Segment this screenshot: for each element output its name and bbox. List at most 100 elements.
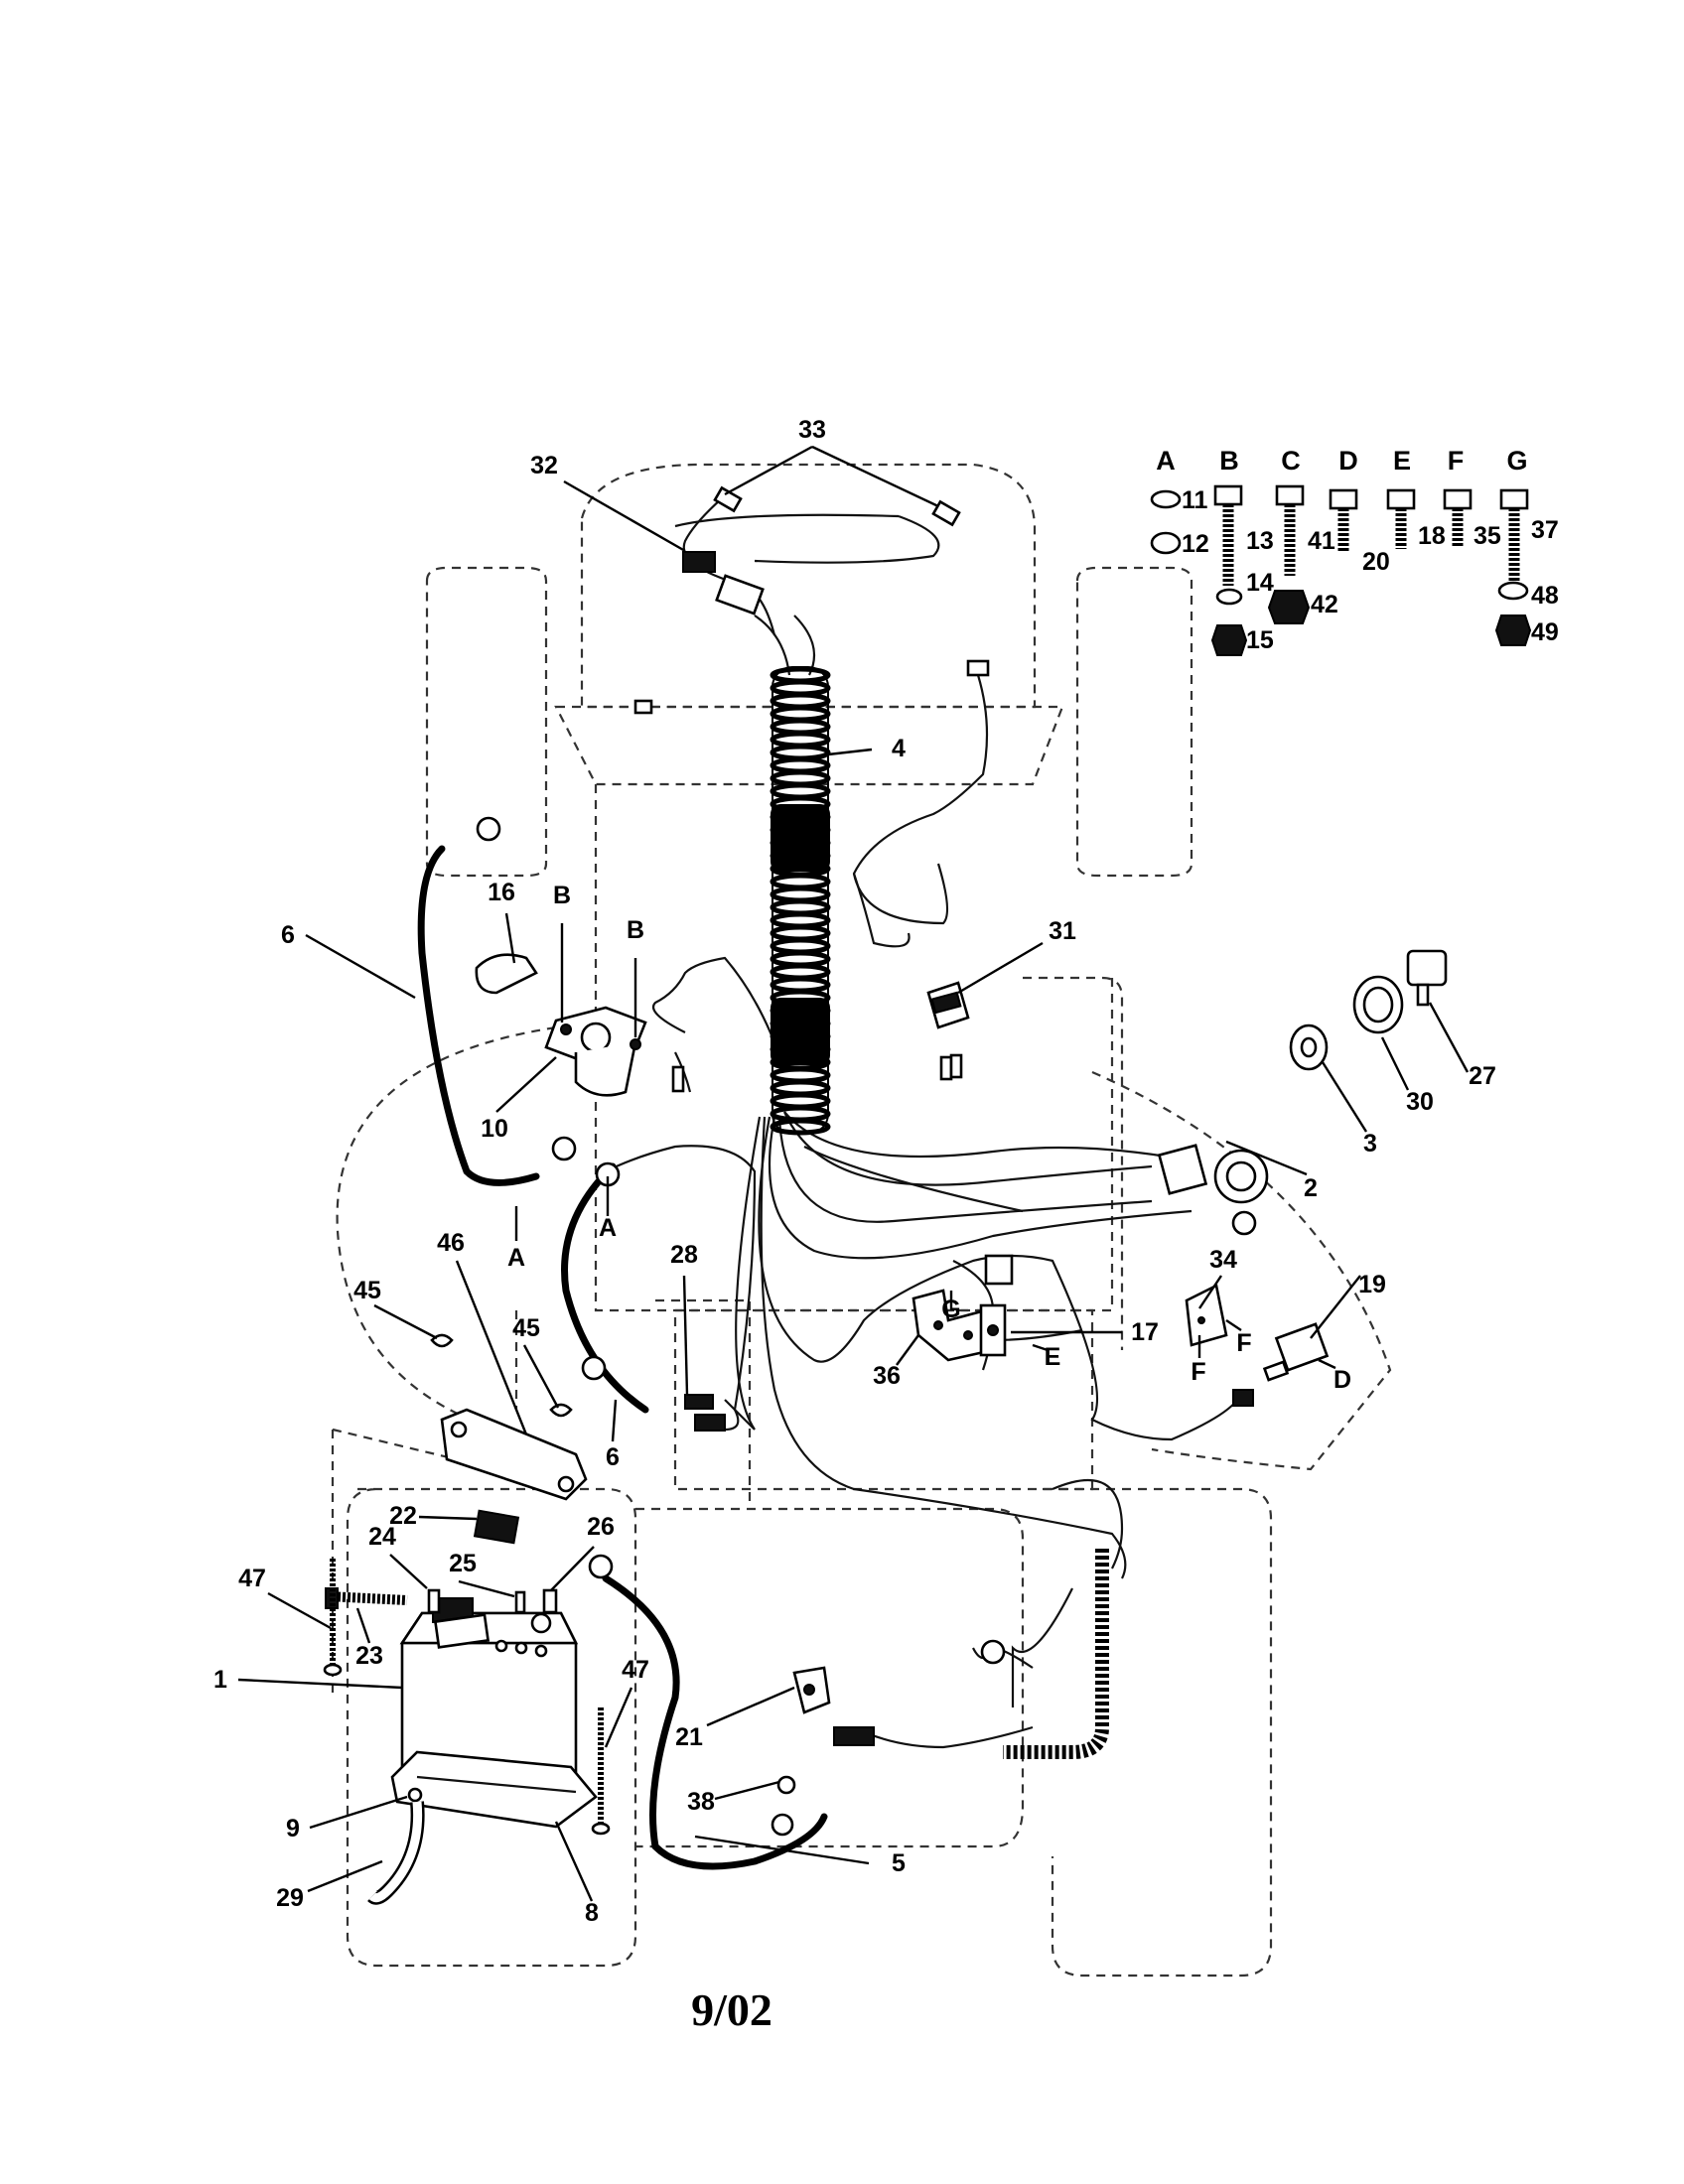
legend-part-11: 11 [1182, 486, 1208, 514]
hex-nut-icon [1210, 624, 1248, 656]
lower-coil-lead [1003, 1549, 1109, 1759]
legend-part-18: 18 [1418, 522, 1446, 550]
legend-part-13: 13 [1246, 527, 1274, 555]
callout-9: 9 [286, 1815, 300, 1843]
bolt-icon [1329, 488, 1358, 551]
leader-line [811, 445, 939, 508]
conduit-band-lower [771, 998, 830, 1065]
callout-21: 21 [675, 1723, 703, 1751]
callout-47: 47 [238, 1565, 266, 1592]
callout-30: 30 [1406, 1088, 1434, 1116]
leader-line [706, 1686, 795, 1727]
washer-icon [1497, 581, 1529, 601]
ignition-assembly [1157, 949, 1448, 1204]
connection-e: E [1045, 1343, 1061, 1371]
leader-line [267, 1591, 332, 1630]
callout-36: 36 [873, 1362, 901, 1390]
connection-d: D [1333, 1366, 1351, 1394]
headlight-assembly [633, 485, 990, 715]
callout-6: 6 [281, 921, 295, 949]
leader-line [604, 1687, 633, 1748]
callout-32: 32 [530, 452, 558, 479]
battery-cables [417, 845, 828, 1870]
leader-line [694, 1835, 870, 1865]
callout-38: 38 [687, 1788, 715, 1816]
callout-8: 8 [585, 1899, 599, 1927]
callout-labels: 1234566891016171921222324252627282930313… [213, 416, 1496, 1927]
callout-1: 1 [213, 1666, 227, 1694]
lock-washer-icon [1215, 588, 1243, 606]
bolt-icon [1213, 484, 1243, 586]
callout-31: 31 [1049, 917, 1076, 945]
callout-46: 46 [437, 1229, 465, 1257]
nut-icon [1150, 531, 1182, 555]
legend-column-d: D [1338, 446, 1358, 476]
legend-column-e: E [1393, 446, 1411, 476]
callout-leaders [237, 445, 1470, 1902]
callout-19: 19 [1358, 1271, 1386, 1298]
legend-column-c: C [1281, 446, 1301, 476]
marker-stem [1318, 1358, 1336, 1370]
conduit-band-upper [771, 804, 830, 872]
leader-line [305, 933, 416, 1000]
callout-10: 10 [481, 1115, 508, 1143]
connection-b: B [627, 916, 644, 944]
leader-line [1198, 1275, 1222, 1309]
legend-column-g: G [1506, 446, 1527, 476]
callout-25: 25 [449, 1550, 477, 1577]
leader-line [389, 1554, 428, 1589]
callout-22: 22 [389, 1502, 417, 1530]
leader-line [1380, 1036, 1410, 1091]
callout-34: 34 [1209, 1246, 1237, 1274]
callout-47: 47 [622, 1656, 649, 1684]
legend-part-35: 35 [1474, 522, 1501, 550]
leader-line [1225, 1140, 1308, 1176]
bolt-icon [1386, 488, 1416, 549]
callout-26: 26 [587, 1513, 615, 1541]
leader-line [1321, 1061, 1368, 1133]
callout-33: 33 [798, 416, 826, 444]
callout-6: 6 [606, 1443, 620, 1471]
bolt-icon [1443, 488, 1473, 546]
leader-line [458, 1579, 515, 1598]
solenoid [475, 953, 647, 1097]
leader-line [563, 479, 686, 553]
leader-line [504, 912, 516, 964]
callout-24: 24 [368, 1523, 396, 1551]
legend-part-48: 48 [1531, 582, 1559, 610]
hex-nut-icon [1494, 614, 1532, 646]
callout-4: 4 [892, 735, 906, 762]
leader-line [611, 1399, 618, 1442]
callout-29: 29 [276, 1884, 304, 1912]
connection-f: F [1236, 1329, 1251, 1357]
legend-part-20: 20 [1362, 548, 1390, 576]
leader-line [522, 1344, 560, 1409]
legend-part-49: 49 [1531, 618, 1559, 646]
leader-line [896, 1334, 919, 1366]
legend-column-a: A [1156, 446, 1176, 476]
leader-line [309, 1795, 408, 1830]
connection-a: A [507, 1244, 525, 1272]
leader-line [1428, 1002, 1470, 1073]
leader-line [418, 1515, 478, 1521]
callout-5: 5 [892, 1849, 906, 1877]
leader-line [827, 748, 873, 756]
leader-line [714, 1780, 780, 1801]
battery-assembly [390, 1408, 598, 1829]
washer-icon [1150, 489, 1182, 509]
leader-line [373, 1303, 438, 1340]
bolt-icon [1499, 488, 1529, 581]
leader-line [495, 1056, 557, 1113]
callout-17: 17 [1131, 1318, 1159, 1346]
marker-stem [1225, 1319, 1242, 1331]
callout-23: 23 [355, 1642, 383, 1670]
revision-date: 9/02 [691, 1984, 772, 2035]
legend-part-12: 12 [1182, 530, 1209, 558]
connection-f: F [1191, 1358, 1205, 1386]
callout-2: 2 [1304, 1174, 1318, 1202]
leader-line [355, 1607, 371, 1644]
leader-line [554, 1821, 594, 1902]
